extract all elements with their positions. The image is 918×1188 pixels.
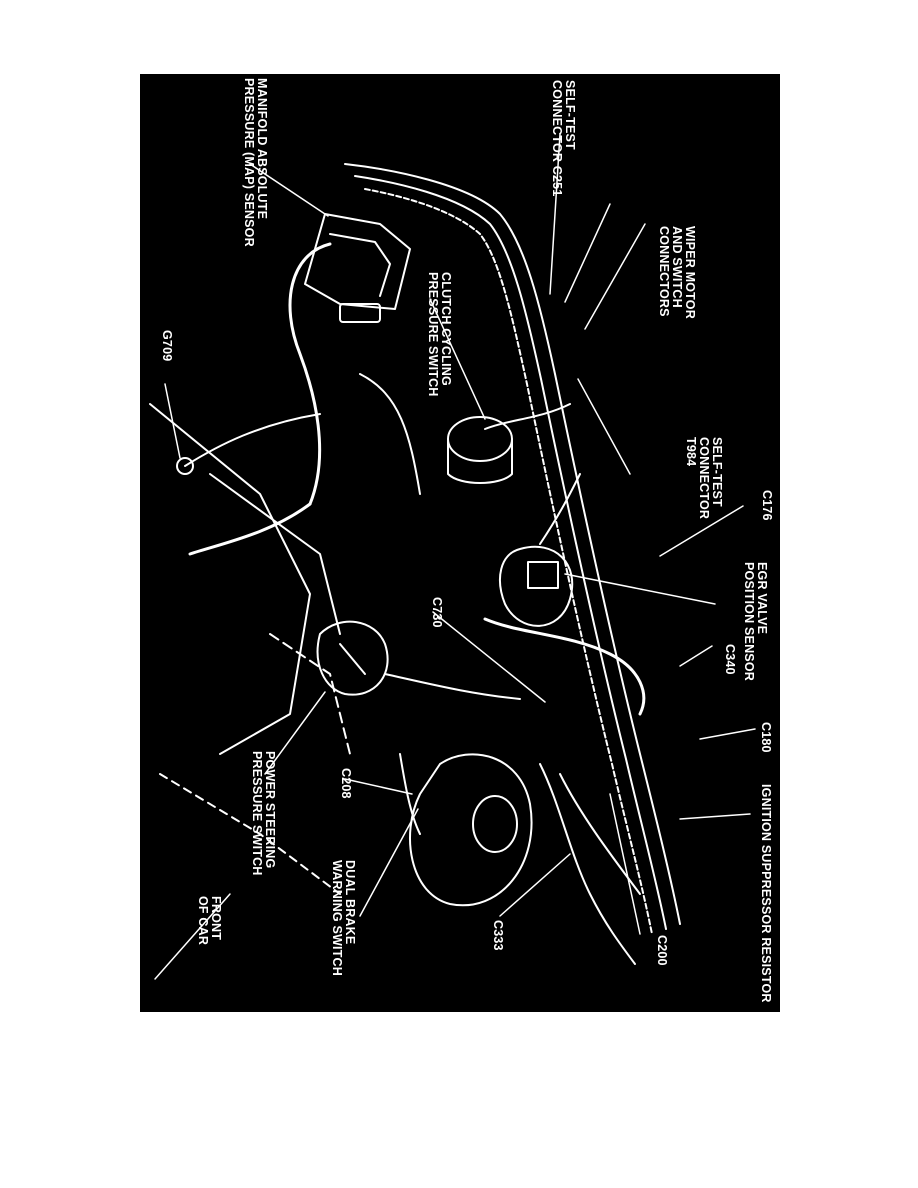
label-egr-sensor: EGR VALVE POSITION SENSOR xyxy=(742,562,769,681)
map-sensor-shape xyxy=(304,213,411,323)
label-self-test-c251: SELF-TEST CONNECTOR C251 xyxy=(550,80,577,197)
body-outline xyxy=(149,373,421,895)
clutch-switch-shape xyxy=(447,403,571,484)
label-ignition-resistor: IGNITION SUPPRESSOR RESISTOR xyxy=(759,784,773,1003)
label-c333: C333 xyxy=(491,920,505,951)
dual-brake-switch-shape xyxy=(399,753,533,907)
label-wiper-connectors: WIPER MOTOR AND SWITCH CONNECTORS xyxy=(657,226,697,319)
power-steering-switch-shape xyxy=(316,620,389,696)
label-dual-brake-switch: DUAL BRAKE WARNING SWITCH xyxy=(330,860,357,976)
label-c200: C200 xyxy=(655,935,669,966)
wiring-diagram: MANIFOLD ABSOLUTE PRESSURE (MAP) SENSOR … xyxy=(140,74,780,1012)
ground-g709-shape xyxy=(176,457,194,475)
label-clutch-switch: CLUTCH CYCLING PRESSURE SWITCH xyxy=(426,272,453,397)
label-c208: C208 xyxy=(339,768,353,799)
label-c340: C340 xyxy=(723,644,737,675)
label-self-test-t984: SELF-TEST CONNECTOR T984 xyxy=(684,437,724,520)
label-c176: C176 xyxy=(760,490,774,521)
label-g709: G709 xyxy=(160,330,174,362)
label-c180: C180 xyxy=(759,722,773,753)
main-harness xyxy=(344,163,681,935)
label-c730: C730 xyxy=(430,597,444,628)
harness-illustration xyxy=(149,133,756,980)
label-front-of-car: FRONT OF CAR xyxy=(196,896,223,946)
leader-arrows xyxy=(154,133,756,980)
egr-sensor-shape xyxy=(499,473,581,627)
label-power-steering-switch: POWER STEERING PRESSURE SWITCH xyxy=(250,751,277,876)
label-map-sensor: MANIFOLD ABSOLUTE PRESSURE (MAP) SENSOR xyxy=(242,78,269,247)
